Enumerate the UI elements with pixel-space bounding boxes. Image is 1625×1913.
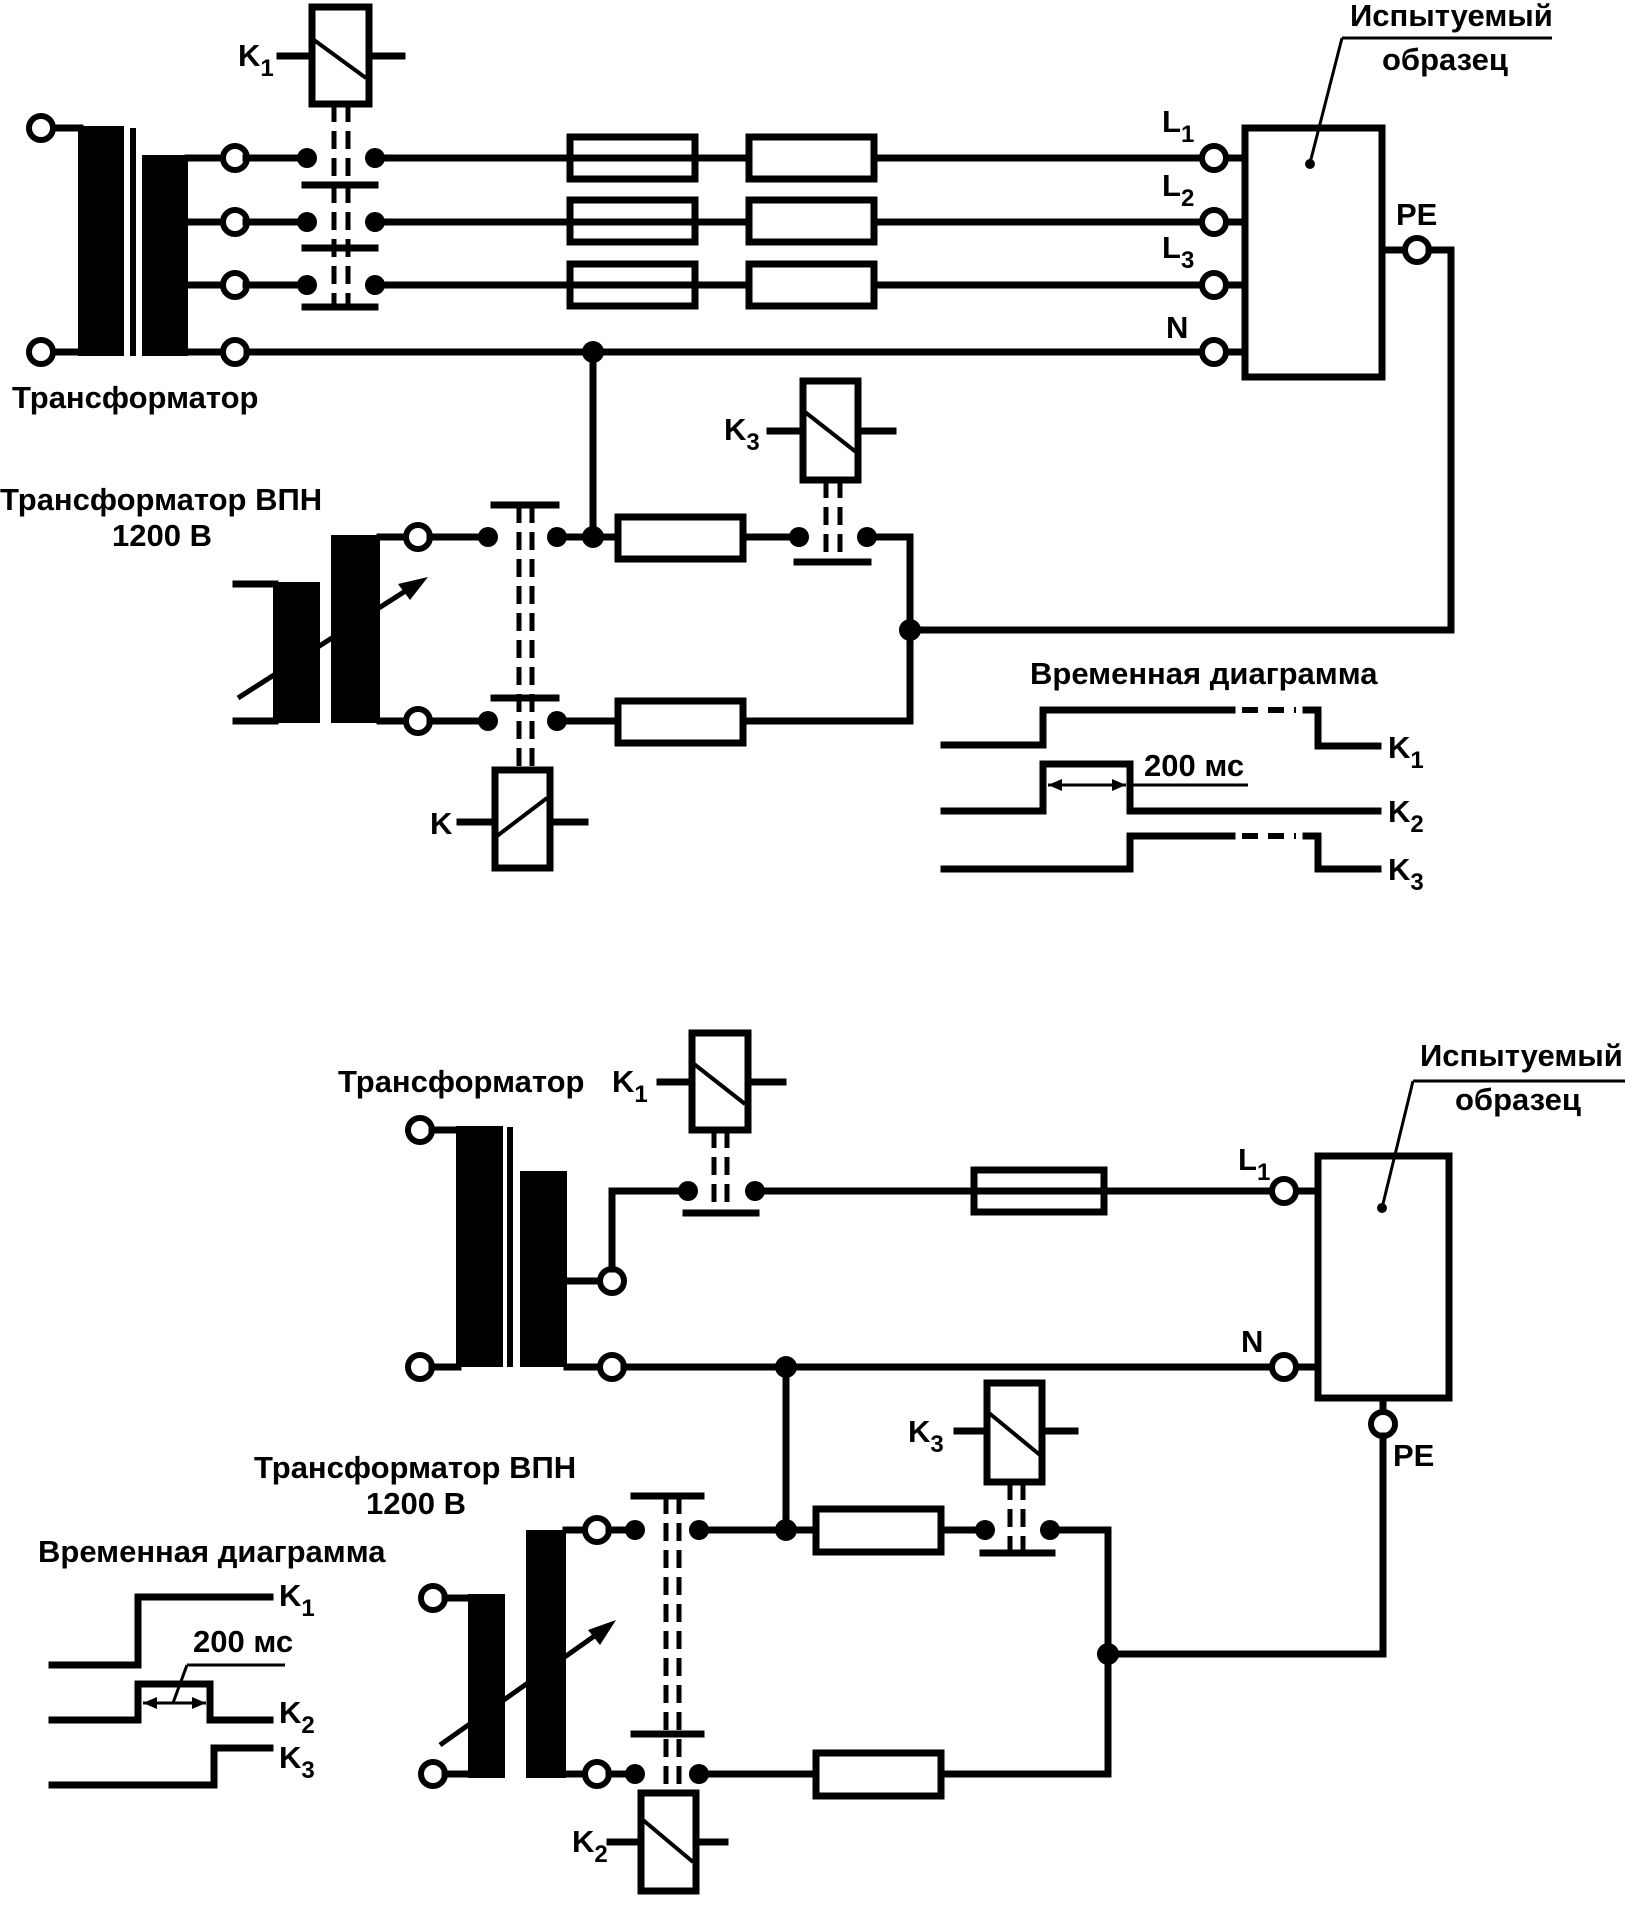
hv-transformer-label-line2-bottom: 1200 В (366, 1486, 466, 1521)
timing-title-bottom: Временная диаграмма (38, 1534, 386, 1569)
hv-transformer-label-line2: 1200 В (112, 518, 212, 553)
terminal-label-n-bottom: N (1241, 1324, 1263, 1359)
terminal-primary-1 (26, 113, 56, 143)
dut-label-line1: Испытуемый (1350, 0, 1553, 33)
transformer-label: Трансформатор (12, 380, 259, 415)
device-under-test-bottom: Испытуемый образец L1 N PE (1104, 1038, 1625, 1658)
fuse-l1-bottom (970, 1166, 1108, 1216)
relay-k3-label-bottom: K3 (908, 1414, 944, 1458)
transformer-bottom (405, 1115, 684, 1382)
timing-diagram-bottom: Временная диаграмма 200 мс K1 K2 K3 (38, 1534, 386, 1789)
dut-label-line1-bottom: Испытуемый (1420, 1038, 1623, 1073)
fuse-l2 (566, 196, 699, 246)
pe-label: PE (1396, 197, 1437, 232)
resistor-hv-lower (614, 697, 747, 747)
timing-signal-k3: K3 (1388, 852, 1424, 896)
timing-signal-k3-bottom: K3 (279, 1740, 315, 1784)
dut-label-line2: образец (1382, 42, 1508, 77)
diagram-bottom: Трансформатор K1 (38, 1029, 1625, 1895)
timing-pulse-label-bottom: 200 мс (193, 1624, 293, 1659)
relay-k1-contacts (242, 148, 385, 311)
timing-signal-k2: K2 (1388, 794, 1424, 838)
terminal-pe-bottom (1368, 1409, 1398, 1439)
relay-k-contacts: K (426, 501, 589, 872)
resistor-l2 (745, 196, 878, 246)
relay-k1-bottom: K1 (612, 1029, 787, 1217)
hv-transformer-label-line1-bottom: Трансформатор ВПН (254, 1450, 576, 1485)
timing-signal-k1: K1 (1388, 730, 1424, 774)
relay-k3-label: K3 (724, 412, 760, 456)
relay-k3: K3 (724, 377, 897, 566)
terminal-label-l3: L3 (1162, 230, 1194, 274)
resistor-l3 (745, 260, 878, 310)
fuse-l3 (566, 260, 699, 310)
relay-k1-label: K1 (238, 38, 274, 82)
relay-k1-coil: K1 (238, 3, 406, 304)
device-under-test-top: Испытуемый образец L1 L2 L3 N PE (906, 0, 1553, 634)
pe-label-bottom: PE (1393, 1438, 1434, 1473)
terminal-pe (1402, 235, 1432, 265)
transformer-label-bottom: Трансформатор (338, 1064, 585, 1099)
resistor-hv-upper-bottom (812, 1505, 945, 1556)
timing-title: Временная диаграмма (1030, 656, 1378, 691)
hv-transformer-bottom (418, 1515, 616, 1789)
terminal-secondary-n (220, 337, 250, 367)
timing-pulse-label: 200 мс (1144, 748, 1244, 783)
terminal-label-l1: L1 (1162, 104, 1194, 148)
relay-k-label: K (430, 806, 453, 841)
relay-k2-label-bottom: K2 (572, 1824, 608, 1868)
terminal-label-n: N (1166, 310, 1188, 345)
hv-transformer-label-line1: Трансформатор ВПН (0, 482, 322, 517)
terminal-primary-2 (26, 337, 56, 367)
timing-signal-k1-bottom: K1 (279, 1578, 315, 1622)
hv-transformer-top (232, 522, 433, 736)
terminal-label-l1-bottom: L1 (1238, 1142, 1270, 1186)
relay-k2-contacts: K2 (572, 1492, 729, 1895)
timing-diagram-top: Временная диаграмма 200 мс K1 K2 K3 (940, 656, 1424, 896)
transformer-top (26, 113, 250, 367)
fuse-l1 (566, 133, 699, 183)
timing-signal-k2-bottom: K2 (279, 1695, 315, 1739)
relay-k1-label-bottom: K1 (612, 1064, 648, 1108)
terminal-label-l2: L2 (1162, 168, 1194, 212)
phase-lines (243, 133, 1207, 356)
resistor-hv-upper (614, 513, 747, 563)
relay-k3-bottom: K3 (908, 1379, 1079, 1557)
diagram-top: Трансформатор K1 (0, 0, 1553, 896)
dut-label-line2-bottom: образец (1455, 1082, 1581, 1117)
resistor-hv-lower-bottom (812, 1749, 945, 1800)
resistor-l1 (745, 133, 878, 183)
